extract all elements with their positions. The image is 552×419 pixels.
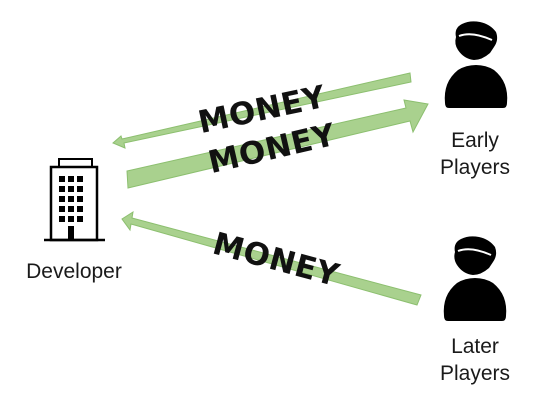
developer-label: Developer	[26, 260, 122, 283]
money-label-bottom: MONEY	[209, 226, 343, 294]
early-players-label: Early Players	[420, 127, 530, 182]
arrow-developer-to-early	[126, 99, 429, 189]
later-players-label-line1: Later	[451, 335, 499, 358]
early-players-label-line1: Early	[451, 129, 499, 152]
arrow-shape-developer-to-early	[126, 99, 429, 189]
building-icon	[44, 158, 105, 242]
arrow-later-to-developer	[121, 210, 422, 306]
person-icon-later	[443, 236, 507, 321]
later-players-label: Later Players	[420, 333, 530, 388]
arrow-shape-later-to-developer	[121, 210, 422, 306]
arrow-shape-early-to-developer	[112, 72, 412, 149]
later-players-label-line2: Players	[439, 362, 511, 386]
early-players-label-line2: Players	[439, 156, 511, 180]
arrow-early-to-developer	[112, 72, 412, 149]
person-icon-early	[444, 21, 508, 108]
